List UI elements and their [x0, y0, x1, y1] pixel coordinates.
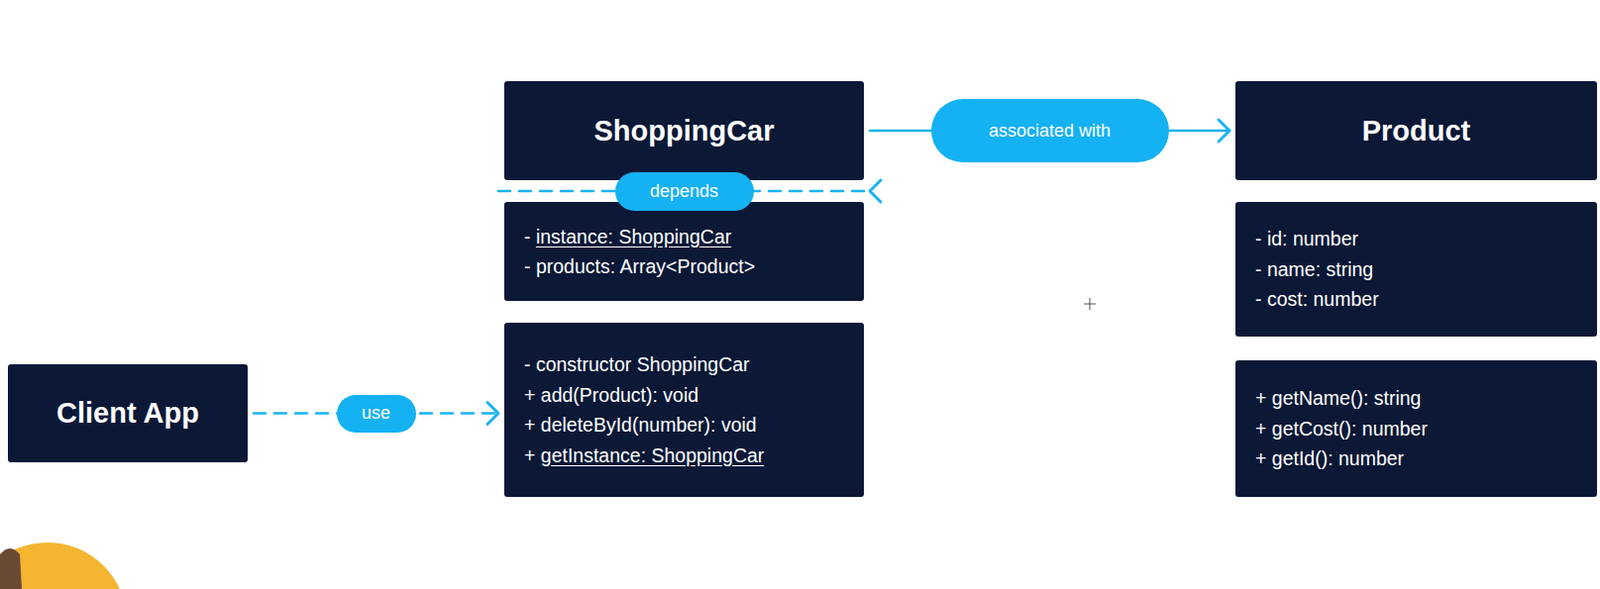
member-line: + deleteById(number): void — [524, 410, 757, 441]
avatar — [0, 542, 127, 589]
attributes-box: - instance: ShoppingCar- products: Array… — [504, 202, 864, 302]
edge-label-pill: use — [336, 395, 417, 433]
member-line: - products: Array<Product> — [524, 251, 755, 283]
class-title: Product — [1362, 114, 1472, 148]
arrowhead — [869, 180, 881, 203]
client-box: Client App — [7, 364, 248, 463]
class-name-box: Product — [1235, 81, 1598, 181]
member-line: - constructor ShoppingCar — [524, 349, 750, 381]
member-line: - instance: ShoppingCar — [524, 221, 732, 253]
class-title: Client App — [56, 397, 200, 430]
edge-label: use — [361, 403, 391, 425]
edge-label: associated with — [988, 120, 1111, 142]
edge-label-pill: depends — [615, 172, 754, 212]
member-line: - name: string — [1255, 254, 1374, 286]
member-line: + getName(): string — [1255, 383, 1421, 415]
avatar-figure — [0, 548, 22, 589]
methods-box: - constructor ShoppingCar+ add(Product):… — [504, 322, 864, 498]
member-line: - cost: number — [1255, 284, 1380, 316]
avatar-ring — [0, 536, 133, 589]
cursor — [1083, 304, 1096, 306]
member-line: + add(Product): void — [524, 380, 699, 412]
methods-box: + getName(): string+ getCost(): number+ … — [1235, 360, 1598, 498]
member-line: + getInstance: ShoppingCar — [524, 440, 764, 472]
class-title: ShoppingCar — [593, 114, 774, 148]
arrowhead — [1218, 119, 1230, 142]
edge-label-pill: associated with — [931, 99, 1170, 163]
member-line: + getCost(): number — [1255, 414, 1428, 445]
attributes-box: - id: number- name: string- cost: number — [1235, 202, 1598, 337]
edge-label: depends — [649, 181, 719, 203]
member-line: + getId(): number — [1255, 443, 1404, 475]
member-line: - id: number — [1255, 223, 1359, 255]
arrowhead — [487, 403, 499, 426]
class-name-box: ShoppingCar — [504, 81, 864, 181]
